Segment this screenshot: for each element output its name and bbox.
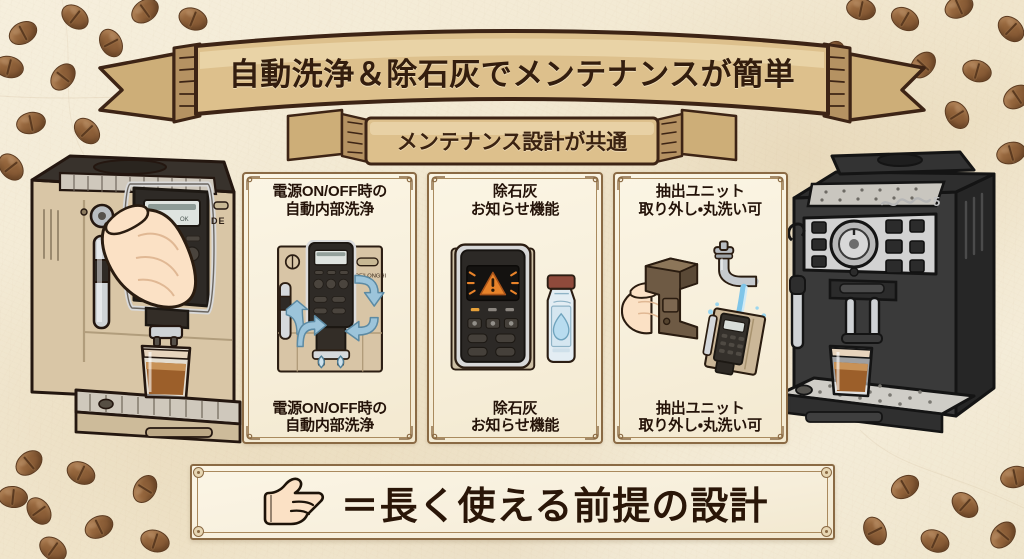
coffee-bean: [62, 456, 100, 490]
water-drop-label: [552, 312, 570, 341]
panel-caption-top: 抽出ユニット 取り外し・丸洗い可: [638, 183, 763, 218]
corner-ornament-icon: [398, 176, 414, 191]
coffee-bean: [34, 531, 72, 559]
subtitle-ribbon-banner: メンテナンス設計が共通: [286, 108, 738, 168]
subtitle-banner-text: メンテナンス設計が共通: [396, 131, 628, 154]
coffee-bean: [844, 0, 878, 23]
corner-ornament-icon: [584, 425, 599, 440]
conclusion-text: ＝長く使える前提の設計: [340, 485, 769, 528]
pointing-hand-icon: [257, 475, 327, 529]
coffee-bean: [0, 52, 27, 82]
coffee-bean: [998, 463, 1024, 491]
bottle-cap: [546, 274, 576, 290]
auto-rinse-art: DE'LONGHI: [276, 240, 387, 373]
coffee-bean: [45, 58, 81, 96]
coffee-bean: [959, 56, 995, 86]
feature-panel-group: 電源ON/OFF時の 自動内部洗浄 DE'LONGHI: [242, 172, 788, 444]
pointing-hand-glyph: [263, 477, 324, 526]
coffee-bean: [998, 79, 1024, 115]
corner-ornament-icon: [431, 176, 446, 191]
coffee-bean: [0, 484, 30, 510]
title-ribbon-banner: 自動洗浄＆除石灰でメンテナンスが簡単: [96, 24, 928, 124]
coffee-bean: [984, 516, 1022, 554]
circulation-arrow: [296, 314, 327, 348]
coffee-bean: [939, 96, 975, 134]
black-espresso-machine: 5: [778, 140, 1022, 452]
coffee-bean: [56, 0, 94, 35]
corner-dot-ornament-icon: [193, 526, 204, 537]
conclusion-banner: ＝長く使える前提の設計: [190, 464, 835, 540]
coffee-bean: [21, 492, 57, 530]
panel-caption-bottom: 電源ON/OFF時の 自動内部洗浄: [272, 399, 387, 435]
panel-caption-bottom: 除石灰 お知らせ機能: [470, 399, 560, 435]
corner-dot-ornament-icon: [193, 467, 204, 478]
coffee-bean: [858, 512, 892, 550]
coffee-bean: [946, 486, 984, 524]
brew-unit-illustration: [619, 218, 782, 400]
svg-text:DE: DE: [211, 216, 226, 226]
coffee-bean: [886, 469, 924, 505]
feature-panel-auto-rinse[interactable]: 電源ON/OFF時の 自動内部洗浄 DE'LONGHI: [242, 172, 418, 444]
beige-espresso-machine-illustration: ESC OK DE: [30, 154, 242, 444]
panel-caption-bottom: 抽出ユニット 取り外し・丸洗い可: [638, 399, 763, 435]
feature-panel-descale-alert[interactable]: 除石灰 お知らせ機能: [427, 172, 603, 444]
subtitle-ribbon-shape: [286, 108, 738, 166]
corner-ornament-icon: [431, 425, 446, 440]
corner-ornament-icon: [616, 425, 632, 440]
coffee-bean: [14, 109, 48, 137]
corner-dot-ornament-icon: [821, 526, 832, 537]
title-banner-text: 自動洗浄＆除石灰でメンテナンスが簡単: [228, 57, 796, 92]
descale-alert-illustration: [433, 218, 596, 400]
coffee-bean: [992, 10, 1024, 48]
panel-caption-top: 電源ON/OFF時の 自動内部洗浄: [272, 183, 387, 218]
panel-caption-top: 除石灰 お知らせ機能: [470, 183, 560, 218]
svg-text:DE'LONGHI: DE'LONGHI: [355, 273, 387, 279]
black-espresso-machine-illustration: 5: [778, 150, 996, 434]
corner-ornament-icon: [769, 176, 784, 191]
coffee-bean: [137, 525, 173, 557]
beige-espresso-machine: ESC OK DE: [18, 140, 254, 452]
corner-ornament-icon: [616, 176, 632, 191]
descale-alert-art: [450, 243, 576, 371]
corner-ornament-icon: [584, 176, 599, 191]
coffee-bean: [4, 16, 42, 50]
corner-dot-ornament-icon: [821, 467, 832, 478]
auto-rinse-illustration: DE'LONGHI: [248, 218, 411, 400]
brew-unit-rinsing: [702, 307, 767, 376]
corner-ornament-icon: [246, 176, 261, 191]
coffee-bean: [80, 510, 118, 544]
corner-ornament-icon: [246, 425, 261, 440]
title-ribbon-shape: [98, 29, 926, 124]
corner-ornament-icon: [769, 425, 784, 440]
svg-text:OK: OK: [180, 217, 189, 223]
feature-panel-brew-unit-washable[interactable]: 抽出ユニット 取り外し・丸洗い可: [612, 172, 788, 444]
coffee-bean: [940, 0, 978, 24]
brew-unit-art: [621, 240, 767, 376]
corner-ornament-icon: [398, 425, 414, 440]
coffee-bean: [127, 470, 163, 508]
coffee-bean: [916, 524, 954, 558]
svg-text:5: 5: [933, 194, 940, 209]
